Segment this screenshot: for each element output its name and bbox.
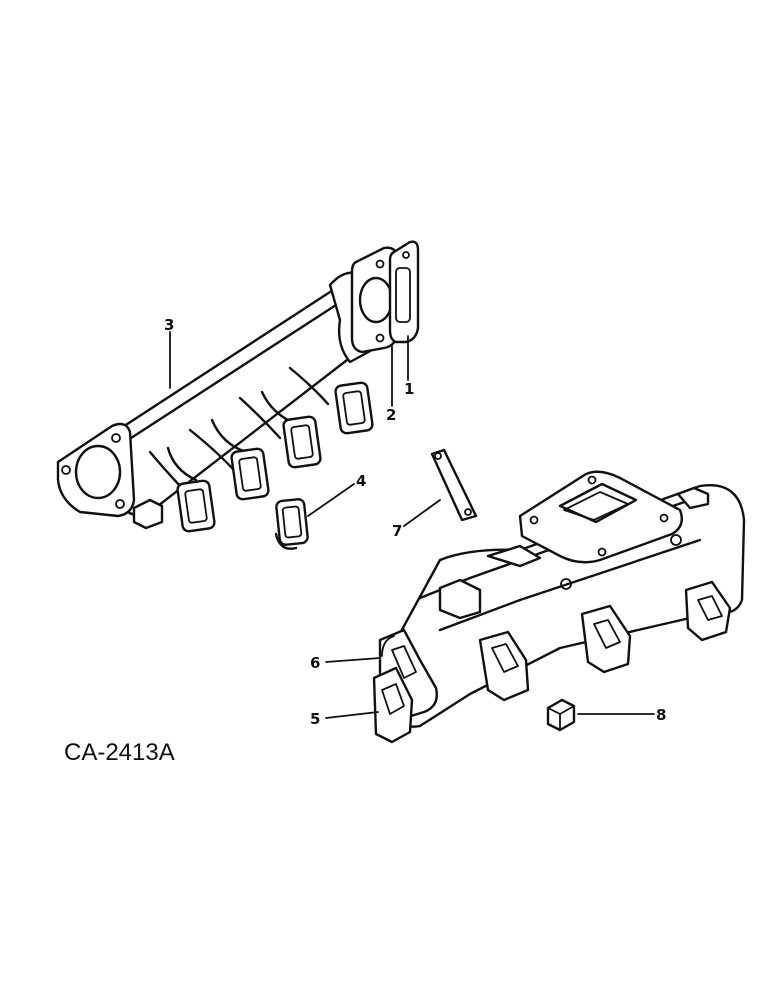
pipe-plug [546, 698, 576, 732]
callout-3: 3 [164, 316, 174, 334]
flat-gasket [388, 240, 420, 344]
bar-bracket [430, 448, 478, 522]
drawing-code: CA-2413A [64, 739, 175, 766]
leader-lines [169, 331, 655, 719]
callout-4: 4 [356, 472, 366, 490]
callout-7: 7 [392, 522, 402, 540]
port-gasket [274, 498, 309, 550]
callout-5: 5 [310, 710, 320, 728]
upper-manifold [56, 271, 390, 533]
lower-manifold [378, 470, 746, 728]
callout-2: 2 [386, 406, 396, 424]
callout-8: 8 [656, 706, 666, 724]
callout-6: 6 [310, 654, 320, 672]
callout-1: 1 [404, 380, 414, 398]
lower-gasket [372, 635, 414, 744]
